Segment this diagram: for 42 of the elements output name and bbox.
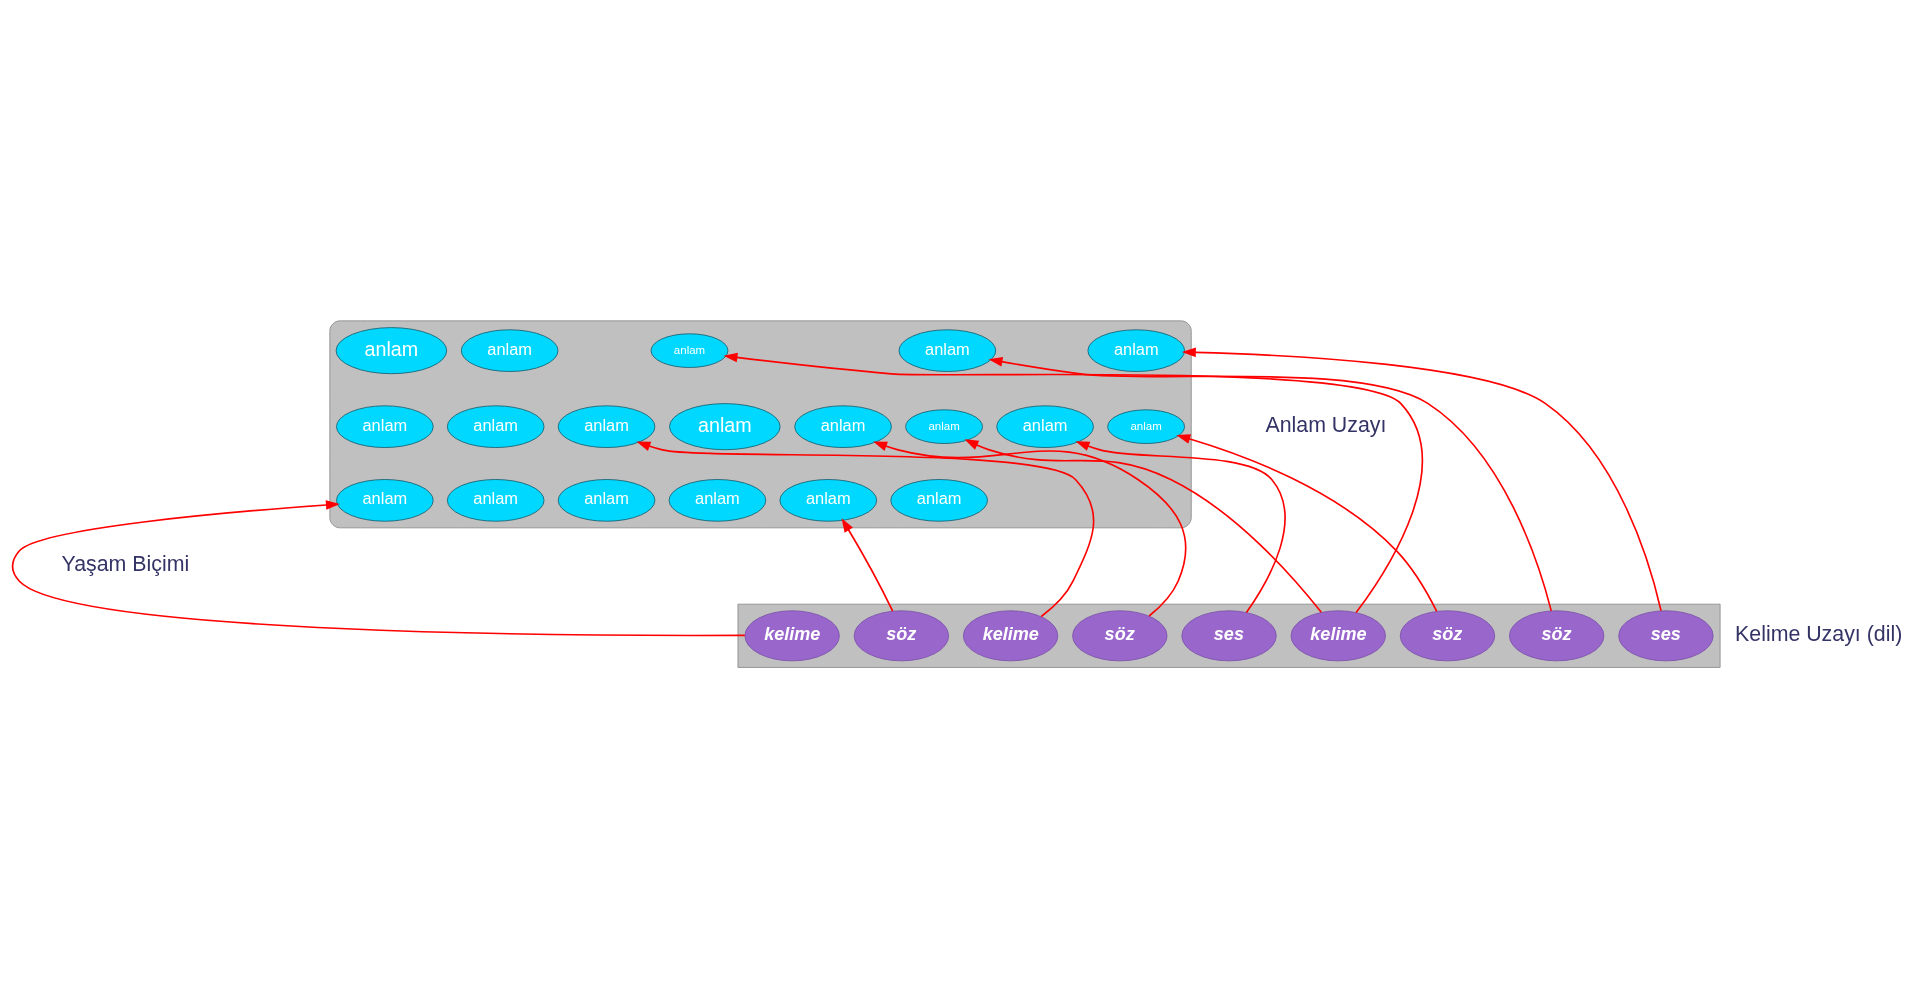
node-ellipse: anlam xyxy=(794,405,892,448)
node-ellipse: anlam xyxy=(650,333,729,368)
arrow xyxy=(11,500,746,637)
label: Anlam Uzayı xyxy=(1265,412,1387,437)
node-ellipse: kelime xyxy=(1290,610,1386,662)
node-ellipse: anlam xyxy=(779,479,878,522)
arrow xyxy=(1176,434,1438,613)
node-ellipse: anlam xyxy=(336,405,434,448)
node-ellipse: kelime xyxy=(962,610,1059,662)
node-ellipse: anlam xyxy=(905,409,983,444)
arrow xyxy=(723,352,1423,614)
node-ellipse: söz xyxy=(1072,610,1168,662)
node-ellipse: anlam xyxy=(446,405,545,448)
arrow xyxy=(841,518,894,612)
node-ellipse: anlam xyxy=(335,327,448,375)
node-ellipse: anlam xyxy=(557,479,656,522)
node-ellipse: anlam xyxy=(336,479,434,522)
arrow xyxy=(1181,347,1662,612)
node-ellipse: söz xyxy=(1399,610,1496,662)
node-ellipse: anlam xyxy=(996,405,1094,448)
node-ellipse: anlam xyxy=(668,479,767,522)
arrow xyxy=(636,441,1095,618)
node-ellipse: anlam xyxy=(460,329,559,372)
node-ellipse: söz xyxy=(1509,610,1605,662)
arrow xyxy=(964,439,1323,614)
node-ellipse: kelime xyxy=(744,610,840,662)
node-ellipse: söz xyxy=(853,610,949,662)
node-ellipse: anlam xyxy=(446,479,545,522)
node-ellipse: anlam xyxy=(1087,329,1185,372)
node-ellipse: ses xyxy=(1181,610,1277,662)
node-ellipse: anlam xyxy=(557,405,656,448)
node-ellipse: anlam xyxy=(890,479,988,522)
arrow xyxy=(1075,441,1286,614)
arrow xyxy=(988,356,1553,612)
node-ellipse: anlam xyxy=(669,403,781,451)
label: Kelime Uzayı (dil) xyxy=(1735,621,1903,646)
node-ellipse: ses xyxy=(1618,610,1714,662)
cluster xyxy=(737,603,1721,668)
arrow xyxy=(873,441,1187,617)
node-ellipse: anlam xyxy=(898,329,997,372)
label: Yaşam Biçimi xyxy=(61,552,190,577)
node-ellipse: anlam xyxy=(1107,409,1185,444)
